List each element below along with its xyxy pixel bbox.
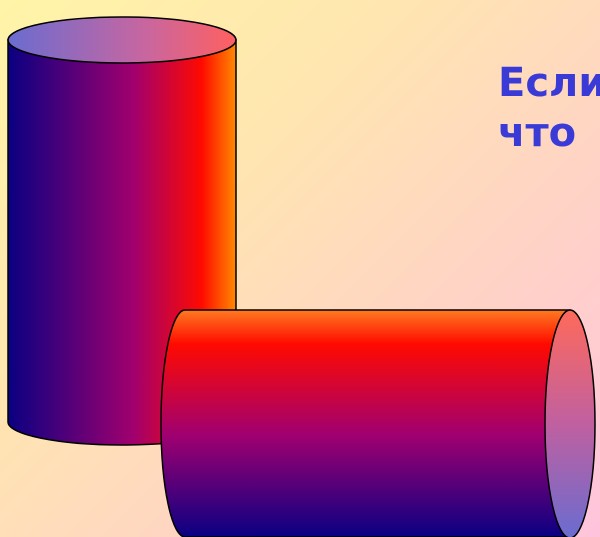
lying-cylinder-body [160, 309, 571, 537]
slide-text-line-2: что [498, 110, 577, 156]
slide-text: Если что [498, 58, 600, 158]
slide-text-line-1: Если [498, 60, 600, 106]
lying-cylinder-end-cap [544, 309, 596, 537]
lying-cylinder-shape [160, 309, 596, 537]
upright-cylinder-top-cap [7, 16, 237, 64]
